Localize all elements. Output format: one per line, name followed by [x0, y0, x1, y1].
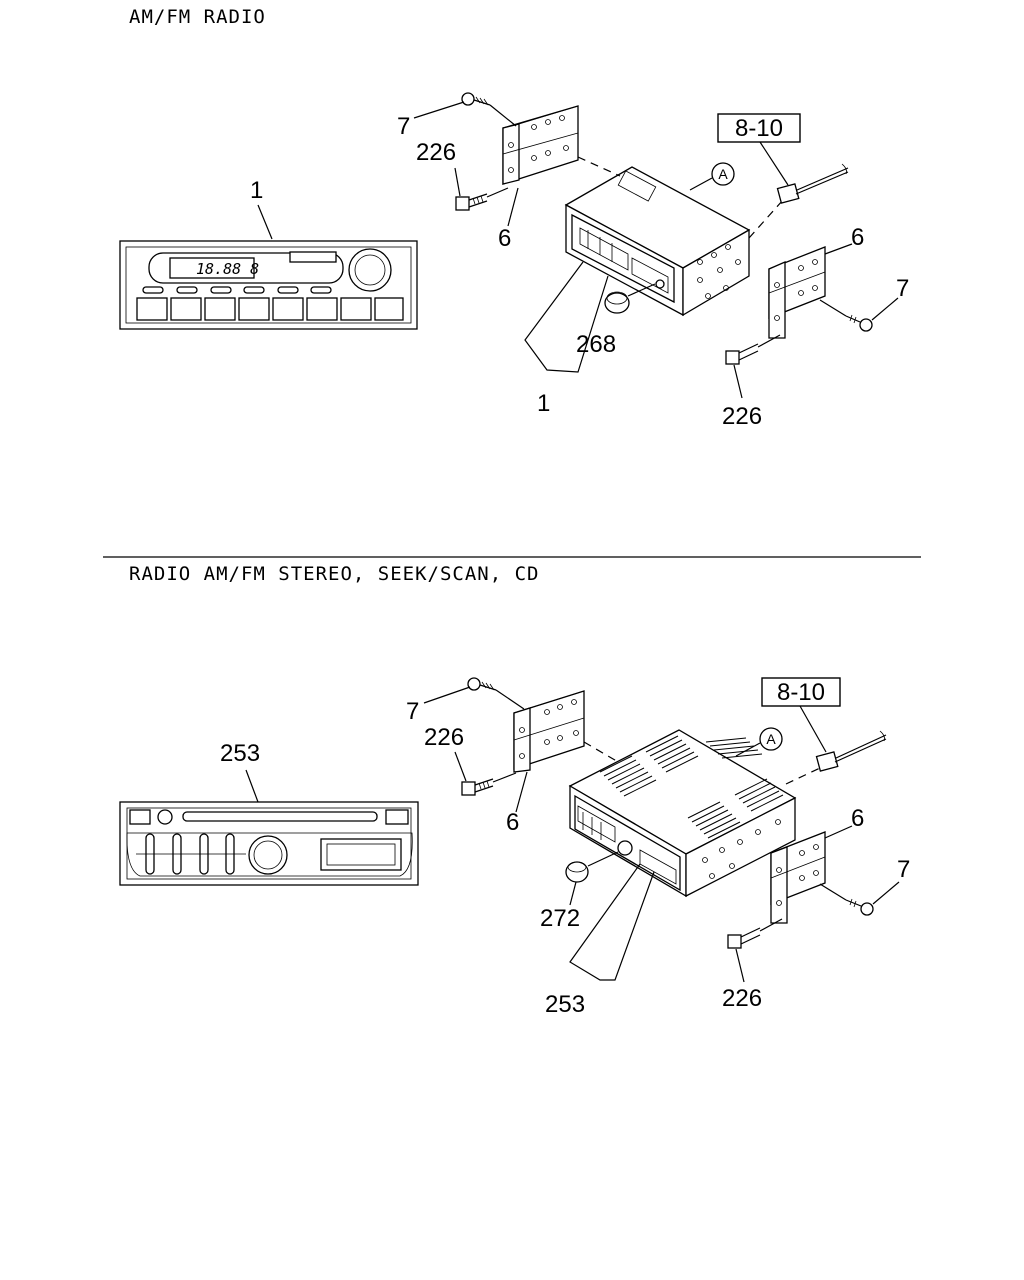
leader-radio-assembly [524, 261, 609, 373]
mounting-bracket-left [502, 105, 579, 185]
section-am-fm-radio: 18.88 8 1 [119, 92, 909, 430]
screw-upper-left [461, 92, 491, 106]
marker-a-cd-label: A [766, 731, 776, 747]
marker-a-cd [759, 727, 783, 751]
cd-preset-buttons [136, 833, 246, 875]
callout-screw-upper-cd: 7 [406, 698, 419, 725]
callout-screw-right: 7 [896, 275, 909, 302]
callout-bolt-lower-cd: 226 [722, 985, 762, 1012]
cd-slot [182, 811, 378, 822]
lower-button-row [136, 297, 404, 321]
wire-connector [776, 163, 849, 204]
radio-faceplate-detail: 18.88 8 [119, 240, 418, 330]
screw-right [845, 314, 873, 332]
mounting-bracket-left-cd [513, 690, 585, 773]
preset-button-row [142, 286, 332, 294]
mounting-bracket-right-cd [770, 831, 826, 924]
section-cd-radio: 253 7 226 6 [119, 677, 910, 1018]
callout-bolt-upper-cd: 226 [424, 724, 464, 751]
ref-box-8-10-cd [761, 677, 841, 707]
wire-connector-cd [815, 730, 887, 772]
callout-cd-radio-assembly: 253 [545, 991, 585, 1018]
callout-bracket-left: 6 [498, 225, 511, 252]
ref-box-label: 8-10 [735, 115, 783, 142]
mounting-bracket-right [768, 246, 826, 339]
bolt-upper-left [455, 193, 488, 211]
marker-a [711, 162, 735, 186]
radio-front-panel [571, 213, 675, 304]
lcd-display [169, 257, 255, 279]
ref-box-cd-label: 8-10 [777, 679, 825, 706]
callout-bolt-lower: 226 [722, 403, 762, 430]
screw-upper-left-cd [467, 677, 497, 691]
lcd-reading: 18.88 8 [196, 260, 259, 278]
callout-bracket-left-cd: 6 [506, 809, 519, 836]
section-title-am-fm-radio: AM/FM RADIO [129, 6, 266, 28]
cd-radio-faceplate-detail [119, 801, 419, 886]
screw-right-cd [845, 898, 874, 916]
callout-bolt-upper: 226 [416, 139, 456, 166]
callout-bracket-right: 6 [851, 224, 864, 251]
bolt-upper-left-cd [461, 778, 494, 796]
callout-bracket-right-cd: 6 [851, 805, 864, 832]
callout-cd-radio-detail: 253 [220, 740, 260, 767]
callout-screw-right-cd: 7 [897, 856, 910, 883]
bolt-lower-right [725, 343, 759, 365]
vent-slots [599, 735, 784, 839]
radio-chassis [564, 166, 751, 317]
bolt-lower-right-cd [727, 927, 761, 949]
knob [604, 291, 630, 314]
cd-volume-knob [248, 835, 288, 875]
callout-radio-detail: 1 [250, 177, 263, 204]
leader-cd-radio-assembly [569, 863, 655, 981]
callout-knob-cd: 272 [540, 905, 580, 932]
section-title-cd-radio: RADIO AM/FM STEREO, SEEK/SCAN, CD [129, 563, 540, 585]
callout-radio-assembly: 1 [537, 390, 550, 417]
callout-screw-upper: 7 [397, 113, 410, 140]
cassette-slot [289, 251, 337, 263]
callout-knob: 268 [576, 331, 616, 358]
marker-a-label: A [718, 166, 728, 182]
ref-box-8-10 [717, 113, 801, 143]
cd-radio-chassis [568, 729, 797, 898]
knob-cd [565, 861, 589, 883]
